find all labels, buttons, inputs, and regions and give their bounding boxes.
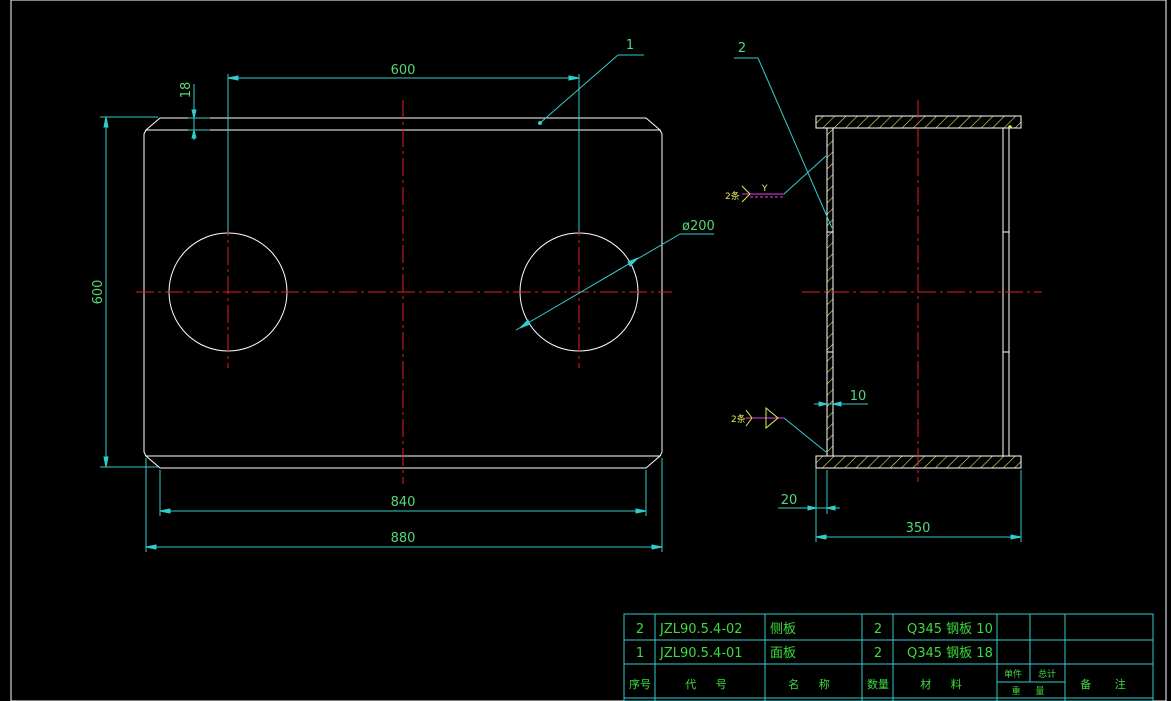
weld-note-top: 2条 bbox=[725, 190, 740, 202]
header-no: 序号 bbox=[629, 677, 651, 691]
dimension-840 bbox=[159, 470, 647, 516]
dimension-880 bbox=[145, 458, 663, 552]
header-code: 代 号 bbox=[685, 678, 735, 691]
header-weight: 重 量 bbox=[1012, 685, 1051, 697]
header-qty: 数量 bbox=[867, 678, 889, 691]
dimension-600-height bbox=[100, 116, 158, 468]
dimension-880-label: 880 bbox=[391, 531, 416, 546]
dimension-600-height-label: 600 bbox=[91, 280, 106, 305]
dimension-10 bbox=[814, 401, 868, 407]
row-1-material: Q345 钢板 18 bbox=[907, 646, 993, 661]
header-total: 总计 bbox=[1038, 668, 1056, 680]
dimension-20 bbox=[778, 468, 840, 542]
dimension-600-top-label: 600 bbox=[391, 63, 416, 78]
dimension-18-label: 18 bbox=[179, 82, 194, 99]
row-2-qty: 2 bbox=[874, 622, 882, 637]
part-callout-1-leader bbox=[538, 54, 644, 125]
diameter-leader bbox=[515, 233, 714, 331]
side-view: 2 Y 2条 2条 10 bbox=[725, 41, 1042, 542]
dimension-18-thickness bbox=[188, 84, 210, 140]
weld-symbol-bottom bbox=[745, 406, 827, 453]
header-remark: 备 注 bbox=[1080, 677, 1136, 691]
row-2-code: JZL90.5.4-02 bbox=[659, 622, 743, 637]
bottom-plate-outline bbox=[144, 455, 662, 469]
row-2-no: 2 bbox=[636, 622, 644, 637]
weld-symbol-top bbox=[741, 155, 827, 203]
weld-note-bottom: 2条 bbox=[731, 413, 746, 425]
row-1-code: JZL90.5.4-01 bbox=[659, 646, 743, 661]
row-2-material: Q345 钢板 10 bbox=[907, 622, 993, 637]
header-unit: 单件 bbox=[1004, 668, 1022, 680]
title-block: 2 JZL90.5.4-02 侧板 2 Q345 钢板 10 1 JZL90.5… bbox=[623, 613, 1154, 701]
row-1-no: 1 bbox=[636, 646, 644, 661]
drawing-border bbox=[10, 0, 1167, 701]
weld-dot-top-right bbox=[1008, 125, 1012, 129]
row-1-qty: 2 bbox=[874, 646, 882, 661]
header-name: 名 称 bbox=[788, 677, 838, 691]
row-2-name: 侧板 bbox=[770, 622, 796, 637]
dimension-600-top bbox=[227, 74, 580, 232]
part-callout-2-leader bbox=[734, 57, 833, 229]
header-material: 材 料 bbox=[920, 677, 970, 691]
dimension-10-label: 10 bbox=[850, 389, 867, 404]
dimension-350-label: 350 bbox=[906, 521, 931, 536]
part-callout-1-label: 1 bbox=[626, 38, 634, 53]
dimension-350 bbox=[815, 470, 1022, 542]
front-view: 600 18 600 840 bbox=[91, 38, 715, 552]
weld-symbol-top-mark: Y bbox=[761, 184, 768, 194]
dimension-840-label: 840 bbox=[391, 495, 416, 510]
diameter-label: ø200 bbox=[682, 219, 715, 234]
dimension-20-label: 20 bbox=[781, 493, 798, 508]
row-1-name: 面板 bbox=[770, 646, 796, 661]
part-callout-2-label: 2 bbox=[738, 41, 746, 56]
